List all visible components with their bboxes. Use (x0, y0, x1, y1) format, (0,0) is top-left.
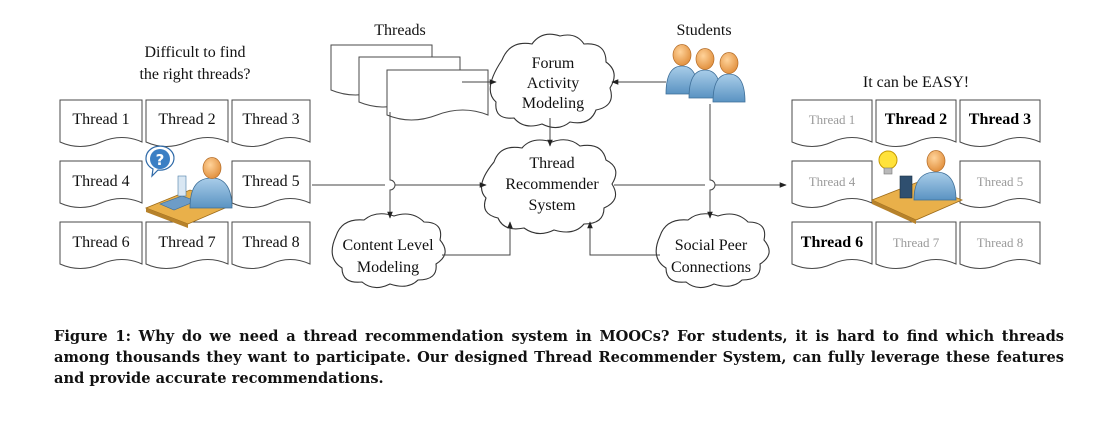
left-thread-8: Thread 8 (231, 221, 311, 269)
right-thread-1-label: Thread 1 (809, 112, 856, 127)
forum-activity-line3: Modeling (522, 95, 584, 112)
thread-recommender-system-node: Thread Recommender System (480, 139, 617, 235)
content-level-line2: Modeling (357, 259, 419, 276)
left-thread-1-label: Thread 1 (72, 111, 129, 128)
left-heading-line1: Difficult to find (144, 44, 245, 61)
right-thread-1: Thread 1 (791, 99, 873, 147)
right-thread-3-label: Thread 3 (969, 111, 1031, 128)
content-level-line1: Content Level (342, 237, 434, 254)
right-thread-2: Thread 2 (875, 99, 957, 147)
person-at-desk-question-icon: ? (144, 145, 234, 228)
left-thread-4-label: Thread 4 (72, 173, 129, 190)
students-label: Students (676, 22, 731, 39)
figure-caption: Figure 1: Why do we need a thread recomm… (54, 328, 1064, 387)
left-thread-6-label: Thread 6 (72, 234, 129, 251)
left-heading-line2: the right threads? (139, 66, 250, 83)
right-thread-4: Thread 4 (791, 160, 873, 208)
recommender-line3: System (528, 197, 576, 214)
forum-activity-line2: Activity (527, 75, 579, 92)
diagram: Difficult to find the right threads? Thr… (59, 22, 1041, 289)
left-thread-2-label: Thread 2 (158, 111, 215, 128)
forum-activity-line1: Forum (532, 55, 575, 72)
social-peer-connections-node: Social Peer Connections (655, 213, 770, 289)
right-thread-6: Thread 6 (791, 221, 873, 269)
left-thread-7-label: Thread 7 (158, 234, 215, 251)
right-thread-6-label: Thread 6 (801, 234, 863, 251)
right-thread-8: Thread 8 (959, 221, 1041, 269)
right-thread-3: Thread 3 (959, 99, 1041, 147)
forum-activity-modeling-node: Forum Activity Modeling (489, 33, 615, 129)
left-thread-7: Thread 7 (145, 221, 229, 269)
threads-stack-icon (330, 44, 489, 121)
left-thread-2: Thread 2 (145, 99, 229, 147)
threads-label: Threads (374, 22, 426, 39)
students-group-icon (665, 44, 746, 103)
social-peer-line2: Connections (671, 259, 751, 276)
left-thread-6: Thread 6 (59, 221, 143, 269)
recommender-line1: Thread (529, 155, 574, 172)
right-thread-7: Thread 7 (875, 221, 957, 269)
left-thread-3-label: Thread 3 (242, 111, 299, 128)
left-thread-3: Thread 3 (231, 99, 311, 147)
right-heading: It can be EASY! (863, 74, 969, 91)
right-thread-5: Thread 5 (959, 160, 1041, 208)
connectors (312, 79, 786, 256)
social-peer-line1: Social Peer (675, 237, 748, 254)
recommender-line2: Recommender (505, 176, 599, 193)
left-thread-4: Thread 4 (59, 160, 143, 208)
right-thread-2-label: Thread 2 (885, 111, 947, 128)
left-thread-5: Thread 5 (231, 160, 311, 208)
right-thread-8-label: Thread 8 (977, 235, 1024, 250)
person-at-desk-lightbulb-icon (870, 150, 964, 224)
content-level-modeling-node: Content Level Modeling (331, 213, 446, 289)
right-thread-7-label: Thread 7 (893, 235, 940, 250)
left-thread-1: Thread 1 (59, 99, 143, 147)
left-thread-8-label: Thread 8 (242, 234, 299, 251)
right-thread-5-label: Thread 5 (977, 174, 1024, 189)
right-thread-4-label: Thread 4 (809, 174, 856, 189)
svg-text:?: ? (156, 151, 165, 169)
left-thread-5-label: Thread 5 (242, 173, 299, 190)
